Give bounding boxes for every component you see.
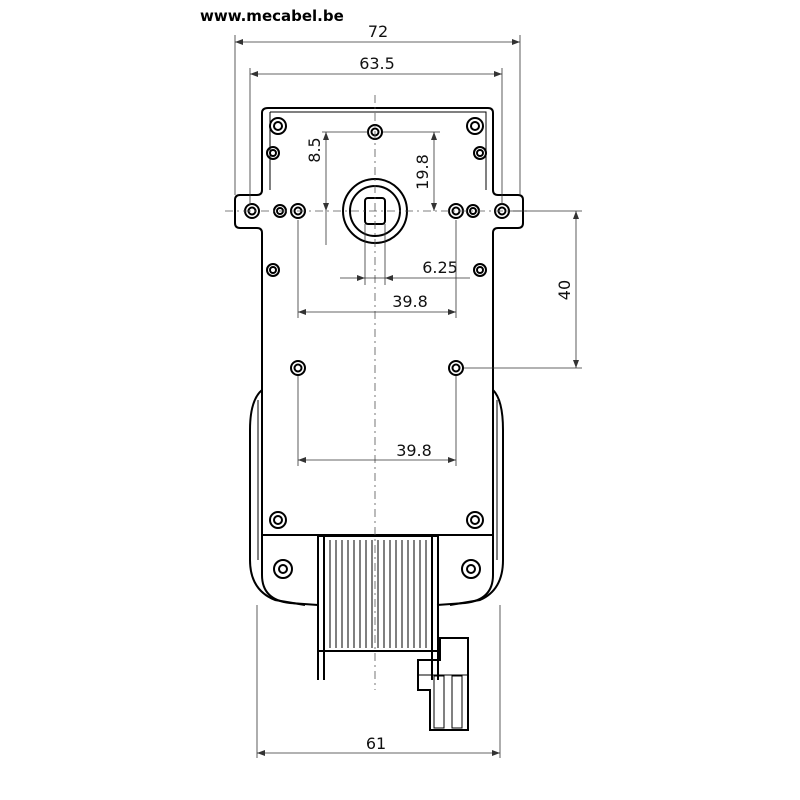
dimension-hole-span-mid-label: 39.8 bbox=[392, 292, 428, 311]
lower-bracket bbox=[261, 535, 494, 606]
dimension-hole-span-mid bbox=[297, 220, 457, 318]
dimension-hole-span-lower bbox=[297, 376, 457, 466]
dimension-hole-span-top bbox=[249, 68, 503, 205]
dimension-base-width-label: 61 bbox=[366, 734, 386, 753]
dimension-shaft-to-top-hole-label: 19.8 bbox=[413, 154, 432, 190]
dimension-hole-pitch-vertical bbox=[464, 210, 582, 369]
connector-housing bbox=[417, 637, 469, 731]
dimension-offset-vertical-label: 8.5 bbox=[305, 137, 324, 162]
dimension-base-width bbox=[256, 605, 501, 758]
mounting-plate-outline bbox=[234, 107, 524, 536]
coil-windings bbox=[329, 540, 427, 648]
housing-left-profile bbox=[249, 389, 306, 606]
dimension-flat-width-label: 6.25 bbox=[422, 258, 458, 277]
dimension-flat-width bbox=[340, 224, 470, 285]
website-url: www.mecabel.be bbox=[200, 7, 344, 25]
dimension-hole-span-lower-label: 39.8 bbox=[396, 441, 432, 460]
dimension-overall-width bbox=[234, 35, 521, 195]
dimension-offset-vertical bbox=[322, 131, 368, 245]
dimension-overall-width-label: 72 bbox=[368, 22, 388, 41]
dimension-shaft-to-top-hole bbox=[383, 131, 440, 211]
connector-pin-1 bbox=[433, 675, 445, 729]
connector-pin-2 bbox=[451, 675, 463, 729]
dimension-hole-span-top-label: 63.5 bbox=[359, 54, 395, 73]
housing-right-profile bbox=[449, 389, 504, 606]
dimension-hole-pitch-vertical-label: 40 bbox=[555, 280, 574, 300]
